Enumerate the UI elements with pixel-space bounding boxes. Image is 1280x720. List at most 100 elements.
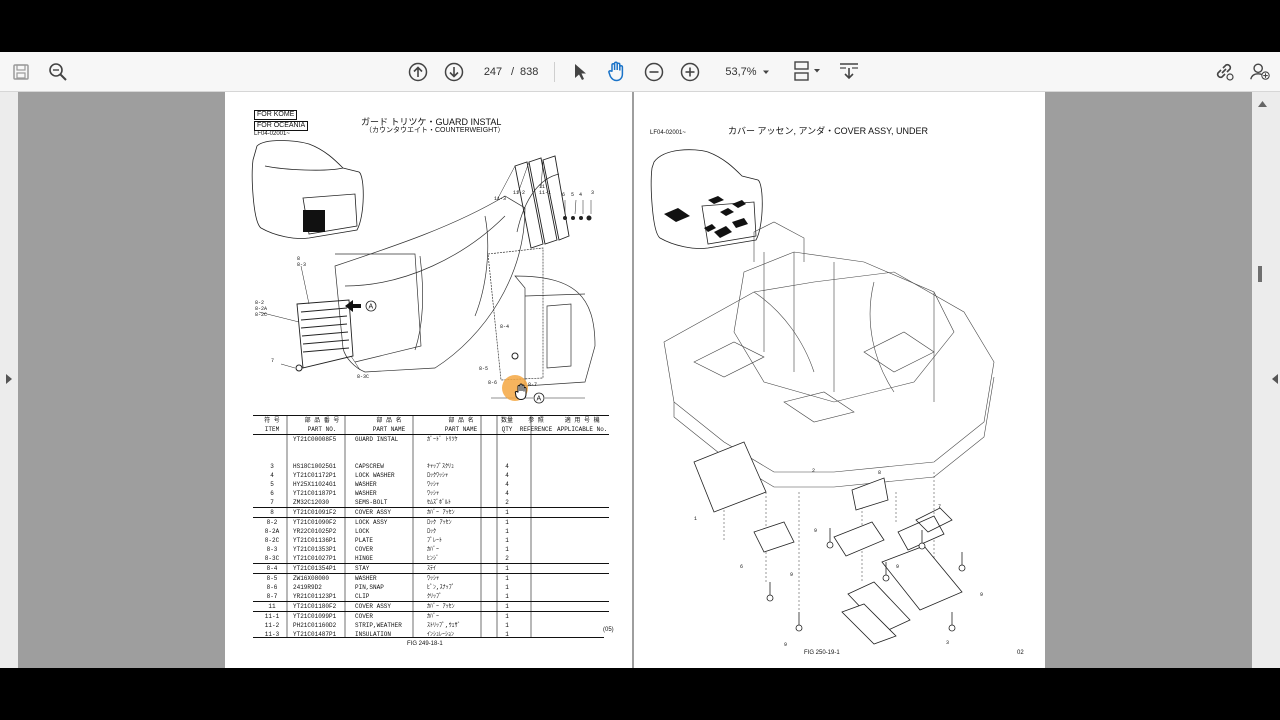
cell-qty: 1: [505, 584, 509, 591]
cell-name-jp: ｶﾞｰﾄﾞ ﾄﾘﾂｹ: [427, 436, 458, 443]
cell-name-jp: ｶﾊﾞｰ ｱｯｾﾝ: [427, 509, 455, 516]
th-qty-jp: 数量: [500, 417, 513, 424]
under-cover-diagram: 1 2 3 4 5 6 7 8 9 9 9 9 9 9: [650, 149, 995, 648]
select-cursor-icon[interactable]: [569, 61, 591, 83]
svg-text:8-6: 8-6: [488, 380, 497, 386]
hand-tool-icon[interactable]: [606, 60, 628, 82]
cell-part-no: YT21C01180F2: [293, 603, 337, 610]
cell-name: COVER ASSY: [355, 509, 392, 516]
cell-name: STRIP,WEATHER: [355, 622, 402, 629]
svg-text:11-1: 11-1: [539, 190, 551, 196]
cell-qty: 1: [505, 537, 509, 544]
svg-text:9: 9: [790, 572, 793, 578]
th-item: ITEM: [264, 426, 280, 433]
cell-part-no: YT21C01187P1: [293, 490, 337, 497]
cell-qty: 1: [505, 565, 509, 572]
cell-item: 3: [270, 463, 274, 470]
cell-name-jp: ﾛｯｸ: [427, 528, 437, 535]
parts-table-gridlines: [286, 415, 532, 637]
cell-name: COVER ASSY: [355, 603, 392, 610]
pdf-page-left: FOR KOME FOR OCEANIA LF04-02001~ ガード トリツ…: [225, 92, 632, 668]
link-icon[interactable]: [1213, 60, 1235, 82]
th-partname2-jp: 部 品 名: [448, 417, 474, 424]
svg-text:9: 9: [784, 642, 787, 648]
cell-name-jp: ﾋﾟﾝ,ｽﾅｯﾌﾟ: [427, 584, 455, 591]
zoom-in-icon[interactable]: [679, 61, 701, 83]
cell-qty: 2: [505, 499, 509, 506]
cell-item: 8-3: [266, 546, 278, 553]
cell-qty: 4: [505, 490, 509, 497]
page-up-icon[interactable]: [407, 61, 429, 83]
cell-name: SEMS-BOLT: [355, 499, 388, 506]
cell-item: 8-3C: [264, 555, 280, 562]
cell-qty: 4: [505, 472, 509, 479]
right-panel-collapsed[interactable]: [1252, 92, 1280, 668]
cell-name: WASHER: [355, 490, 377, 497]
cell-name: COVER: [355, 613, 374, 620]
cell-part-no: YT21C01136P1: [293, 537, 337, 544]
cell-qty: 4: [505, 481, 509, 488]
svg-text:3: 3: [946, 640, 949, 646]
vertical-scrollbar-thumb[interactable]: [1258, 266, 1262, 282]
left-panel-collapsed[interactable]: [0, 92, 18, 668]
page-number-input[interactable]: 247: [483, 66, 503, 78]
th-partname2: PART NAME: [444, 426, 478, 433]
cell-name-jp: ｶﾊﾞｰ: [427, 546, 440, 553]
figure-number-left: FIG 249-18-1: [407, 641, 443, 647]
fit-page-icon[interactable]: [792, 60, 822, 82]
hand-cursor-icon: [514, 383, 527, 401]
th-partname: PART NAME: [372, 426, 406, 433]
cell-qty: 1: [505, 631, 509, 638]
zoom-dropdown-icon[interactable]: [759, 61, 773, 83]
cell-item: 8-6: [266, 584, 278, 591]
scroll-up-arrow[interactable]: [1258, 94, 1267, 107]
svg-text:8-2A: 8-2A: [255, 306, 267, 312]
svg-text:7: 7: [938, 504, 941, 510]
zoom-search-icon[interactable]: [47, 61, 69, 83]
parts-table: 符 号 部 品 番 号 部 品 名 部 品 名 数量 参 照 適 用 号 機 I…: [253, 415, 610, 639]
cell-name: LOCK WASHER: [355, 472, 395, 479]
callout-a-left: A: [369, 304, 374, 311]
scroll-mode-icon[interactable]: [838, 60, 860, 82]
cell-name: HINGE: [355, 555, 374, 562]
cell-name: WASHER: [355, 575, 377, 582]
cell-name-jp: ﾌﾟﾚｰﾄ: [427, 537, 443, 544]
page-down-icon[interactable]: [443, 61, 465, 83]
cell-name: WASHER: [355, 481, 377, 488]
cell-qty: 4: [505, 463, 509, 470]
page-separator: /: [511, 66, 515, 78]
expand-right-icon[interactable]: [1271, 374, 1279, 384]
page-number-right: 02: [1017, 650, 1024, 656]
cell-name-jp: ﾜｯｼｬ: [427, 575, 440, 582]
th-ref-jp: 参 照: [528, 417, 544, 424]
cell-part-no: 2419R9D2: [293, 584, 322, 591]
cell-part-no: ZM32C12030: [293, 499, 330, 506]
svg-text:3: 3: [591, 190, 594, 196]
svg-text:2: 2: [812, 468, 815, 474]
expand-left-icon[interactable]: [5, 374, 13, 384]
zoom-out-icon[interactable]: [643, 61, 665, 83]
cell-part-no: YT21C01090F2: [293, 519, 337, 526]
cell-qty: 1: [505, 546, 509, 553]
svg-text:11-3: 11-3: [494, 196, 506, 202]
cell-qty: 1: [505, 519, 509, 526]
add-user-icon[interactable]: [1249, 60, 1271, 82]
cell-part-no: YT21C01099P1: [293, 613, 337, 620]
cell-part-no: HY25X11024G1: [293, 481, 337, 488]
save-icon[interactable]: [10, 61, 32, 83]
zoom-level[interactable]: 53,7%: [725, 66, 757, 78]
th-partname-jp: 部 品 名: [376, 417, 402, 424]
cell-name: PIN,SNAP: [355, 584, 384, 591]
cell-item: 7: [270, 499, 274, 506]
